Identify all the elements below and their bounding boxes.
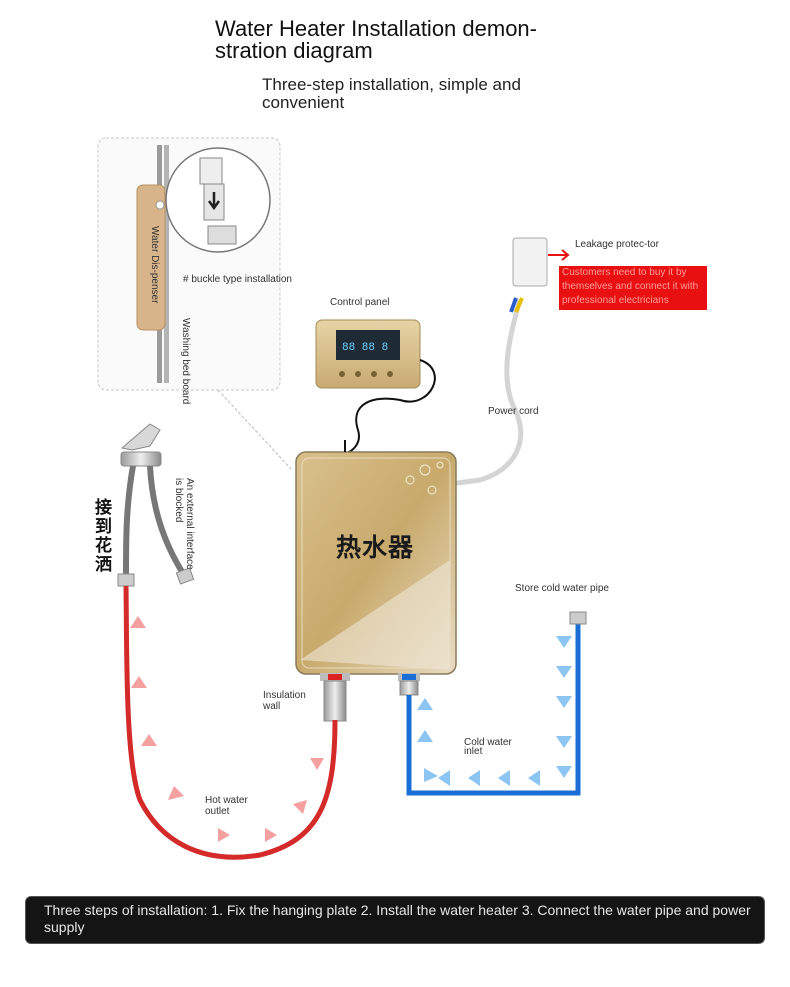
page-subtitle: Three-step installation, simple and conv… [262, 75, 521, 112]
cold-flow-arrows [417, 636, 572, 786]
leakage-protector [512, 237, 570, 287]
water-dispenser-label: Water Dis-penser [149, 226, 160, 304]
footer-bar [26, 897, 764, 943]
power-cord [449, 299, 524, 487]
control-panel: 88 88 8 [315, 319, 436, 454]
store-cold-pipe-label: Store cold water pipe [515, 583, 609, 594]
hot-flow-arrows [130, 616, 324, 842]
heater-name-label: 热水器 [336, 534, 415, 562]
cold-inlet-label: Cold water inlet [464, 737, 512, 757]
buckle-installation-inset [97, 137, 293, 471]
water-heater [295, 440, 457, 722]
footer-caption: Three steps of installation: 1. Fix the … [44, 902, 751, 935]
buckle-install-label: # buckle type installation [183, 274, 292, 285]
shower-connect-label: 接到花洒 [95, 498, 112, 574]
svg-text:88 88 8: 88 88 8 [342, 342, 388, 354]
leakage-protector-label: Leakage protec-tor [575, 239, 659, 250]
cold-water-pipe [406, 618, 581, 796]
page-title: Water Heater Installation demon-stration… [215, 16, 537, 63]
hot-outlet-label: Hot water outlet [205, 795, 248, 817]
insulation-wall-label: Insulation wall [263, 690, 306, 712]
hot-water-pipe [123, 585, 338, 860]
control-panel-label: Control panel [330, 297, 390, 308]
electrician-warning: Customers need to buy it by themselves a… [559, 266, 707, 310]
external-interface-label: An external interface is blocked [173, 478, 195, 570]
washing-bed-board-label: Washing bed board [180, 318, 191, 405]
power-cord-label: Power cord [488, 406, 539, 417]
faucet [117, 423, 195, 587]
